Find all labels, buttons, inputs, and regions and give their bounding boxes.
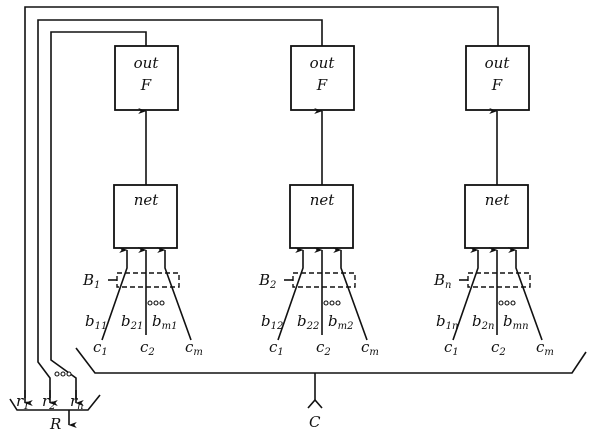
net-box (464, 184, 529, 249)
output-label-r2: r2 (42, 392, 56, 412)
output-label-rn: rn (70, 392, 84, 412)
net-box (113, 184, 178, 249)
weight-label: bm2 (328, 312, 353, 332)
output-bus-R (9, 394, 101, 411)
weight-ellipsis-dot (329, 300, 335, 306)
net-label: net (134, 191, 160, 209)
feedback-line-2 (37, 19, 323, 398)
weight-ellipsis-dot (335, 300, 341, 306)
out-box (114, 45, 179, 111)
input-label: cm (185, 338, 203, 358)
feedback-line-1 (50, 31, 147, 398)
weight-ellipsis-dot (147, 300, 153, 306)
feedback-line-n (24, 6, 499, 398)
output-ellipsis (54, 371, 72, 377)
weight-ellipsis-dot (153, 300, 159, 306)
weight-ellipsis-dot (504, 300, 510, 306)
output-arrows (24, 390, 84, 406)
weight-ellipsis-dot (323, 300, 329, 306)
output-label-r1: r1 (16, 392, 30, 412)
input-label: c2 (140, 338, 155, 358)
weight-label: b21 (121, 312, 143, 332)
function-label: F (316, 76, 328, 94)
net-label: net (485, 191, 511, 209)
weight-ellipsis-dot (159, 300, 165, 306)
input-bus-fork (307, 398, 323, 409)
input-label: c1 (93, 338, 108, 358)
input-label: c1 (444, 338, 459, 358)
weight-ellipsis-dot (510, 300, 516, 306)
weight-label: b11 (85, 312, 107, 332)
weight-group-label: B1 (82, 271, 100, 291)
weight-group-label: B2 (258, 271, 276, 291)
out-label: out (485, 54, 511, 72)
weight-label: b1n (436, 312, 458, 332)
input-line-m (508, 247, 543, 341)
weight-label: b2n (472, 312, 494, 332)
feedback-lines (24, 6, 499, 398)
input-label: c2 (316, 338, 331, 358)
function-label: F (140, 76, 152, 94)
net-label: net (310, 191, 336, 209)
input-line-1 (101, 247, 128, 341)
out-label: out (310, 54, 336, 72)
net-box (289, 184, 354, 249)
input-label: cm (361, 338, 379, 358)
weight-label: b22 (297, 312, 319, 332)
input-line-m (157, 247, 192, 341)
out-label: out (134, 54, 160, 72)
input-label: c1 (269, 338, 284, 358)
input-bus-C (75, 347, 587, 374)
input-line-m (333, 247, 368, 341)
weight-group-label: Bn (433, 271, 451, 291)
out-box (465, 45, 530, 111)
input-bus-label: C (309, 413, 321, 431)
input-line-1 (452, 247, 479, 341)
weight-label: b12 (261, 312, 283, 332)
weight-label: bm1 (152, 312, 177, 332)
function-label: F (491, 76, 503, 94)
weight-ellipsis-dot (498, 300, 504, 306)
input-label: c2 (491, 338, 506, 358)
input-label: cm (536, 338, 554, 358)
output-bus-label: R (49, 415, 61, 433)
weight-label: bmn (503, 312, 529, 332)
input-line-1 (277, 247, 304, 341)
